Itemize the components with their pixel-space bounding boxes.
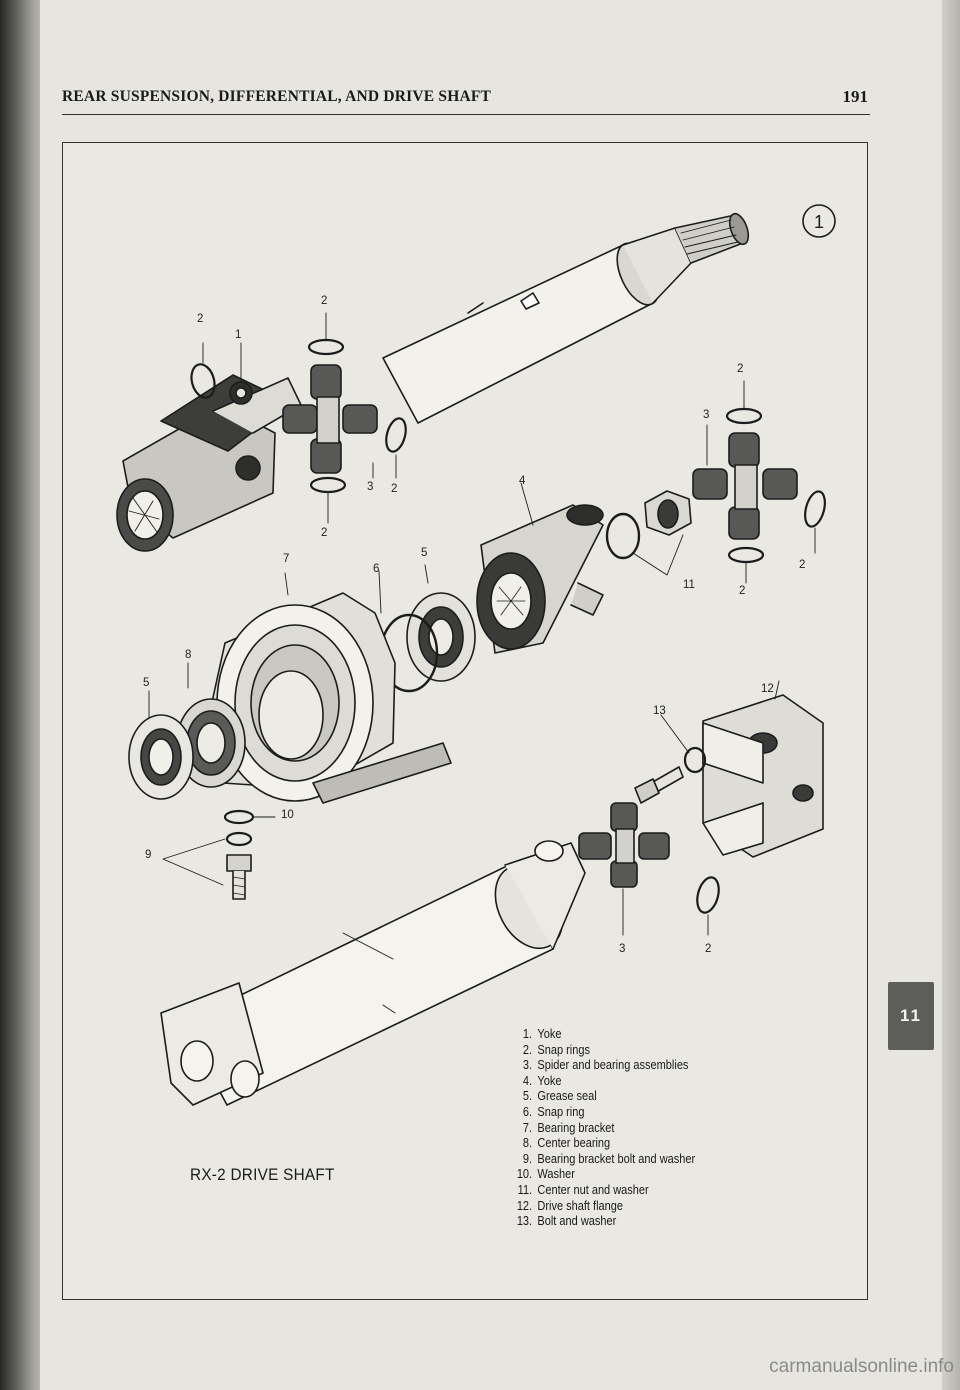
page-edge — [942, 0, 960, 1390]
chapter-tab: 11 — [888, 982, 934, 1050]
callout-5: 5 — [421, 547, 428, 559]
legend-item: 13. Bolt and washer — [511, 1214, 695, 1230]
legend-label: Spider and bearing assemblies — [537, 1058, 689, 1073]
legend-item: 4. Yoke — [511, 1074, 695, 1090]
callout-3: 3 — [619, 943, 626, 955]
exploded-view-figure: 1 — [62, 142, 868, 1300]
legend-item: 9. Bearing bracket bolt and washer — [511, 1152, 695, 1168]
legend-label: Bolt and washer — [537, 1214, 617, 1229]
legend-number: 2. — [522, 1042, 533, 1057]
callout-2: 2 — [737, 363, 744, 375]
figure-title: RX-2 DRIVE SHAFT — [190, 1165, 335, 1184]
yoke-rear — [476, 482, 604, 654]
legend-label: Bearing bracket bolt and washer — [537, 1151, 696, 1166]
legend-item: 11. Center nut and washer — [511, 1183, 695, 1199]
parts-legend: 1. Yoke 2. Snap rings 3. Spider and bearing a… — [511, 1027, 720, 1230]
figure-number-circle — [802, 204, 836, 238]
callout-7: 7 — [283, 553, 290, 565]
legend-label: Washer — [537, 1167, 575, 1182]
legend-label: Center nut and washer — [537, 1182, 649, 1197]
callout-2: 2 — [197, 313, 204, 325]
legend-item: 12. Drive shaft flange — [511, 1199, 695, 1215]
drive-shaft-illustration: 1 — [116, 204, 836, 1106]
legend-item: 2. Snap rings — [511, 1043, 695, 1059]
center-nut-and-washer — [605, 490, 692, 576]
legend-number: 13. — [516, 1214, 533, 1229]
legend-number: 3. — [522, 1058, 533, 1073]
legend-number: 7. — [522, 1120, 533, 1135]
legend-number: 4. — [522, 1073, 533, 1088]
rear-propeller-shaft — [160, 840, 586, 1106]
flange-bolt-and-washer — [634, 714, 707, 804]
legend-number: 8. — [522, 1136, 533, 1151]
callout-3: 3 — [367, 481, 374, 493]
legend-label: Snap ring — [537, 1104, 585, 1119]
legend-label: Yoke — [537, 1073, 562, 1088]
legend-item: 10. Washer — [511, 1167, 695, 1183]
grease-seal-lower — [128, 690, 194, 800]
watermark-text: carmanualsonline.info — [769, 1356, 954, 1377]
legend-item: 1. Yoke — [511, 1027, 695, 1043]
legend-number: 5. — [522, 1089, 533, 1104]
legend-label: Yoke — [537, 1027, 562, 1041]
callout-11: 11 — [683, 579, 695, 591]
callout-2: 2 — [705, 943, 712, 955]
spider-assembly-rear — [692, 380, 826, 584]
callout-6: 6 — [373, 563, 380, 575]
legend-item: 6. Snap ring — [511, 1105, 695, 1121]
figure-number: 1 — [814, 212, 824, 232]
legend-item: 7. Bearing bracket — [511, 1121, 695, 1137]
spider-assembly-lower — [578, 802, 720, 936]
legend-label: Drive shaft flange — [537, 1198, 624, 1213]
callout-12: 12 — [761, 683, 774, 695]
yoke-front — [116, 374, 302, 552]
legend-label: Grease seal — [537, 1089, 597, 1104]
legend-label: Bearing bracket — [537, 1120, 615, 1135]
center-bearing — [176, 662, 246, 788]
callout-10: 10 — [281, 809, 294, 821]
grease-seal-upper — [406, 564, 476, 682]
callout-2: 2 — [391, 483, 398, 495]
callout-2: 2 — [799, 559, 806, 571]
callout-1: 1 — [235, 329, 242, 341]
legend-number: 11. — [517, 1182, 533, 1197]
callout-3: 3 — [703, 409, 710, 421]
front-propeller-shaft — [382, 212, 750, 424]
callout-2: 2 — [321, 295, 328, 307]
spider-assembly-front — [190, 312, 407, 524]
callout-2: 2 — [739, 585, 746, 597]
legend-label: Center bearing — [537, 1136, 611, 1151]
callout-9: 9 — [145, 849, 152, 861]
callout-13: 13 — [653, 705, 666, 717]
legend-number: 10. — [516, 1167, 533, 1182]
drive-shaft-flange — [702, 680, 824, 858]
legend-label: Snap rings — [537, 1042, 590, 1057]
legend-number: 1. — [522, 1027, 533, 1041]
bracket-bolt-and-washers — [162, 809, 276, 900]
page-header: REAR SUSPENSION, DIFFERENTIAL, AND DRIVE… — [62, 84, 870, 115]
legend-number: 9. — [522, 1151, 533, 1166]
callout-2: 2 — [321, 527, 328, 539]
legend-item: 5. Grease seal — [511, 1089, 695, 1105]
callout-5: 5 — [143, 677, 150, 689]
page-number: 191 — [842, 87, 869, 106]
legend-item: 8. Center bearing — [511, 1136, 695, 1152]
callout-4: 4 — [519, 475, 526, 487]
callout-8: 8 — [185, 649, 192, 661]
legend-item: 3. Spider and bearing assemblies — [511, 1058, 695, 1074]
legend-number: 12. — [516, 1198, 533, 1213]
bearing-bracket — [202, 572, 452, 804]
legend-number: 6. — [522, 1104, 533, 1119]
section-title: REAR SUSPENSION, DIFFERENTIAL, AND DRIVE… — [62, 88, 492, 105]
